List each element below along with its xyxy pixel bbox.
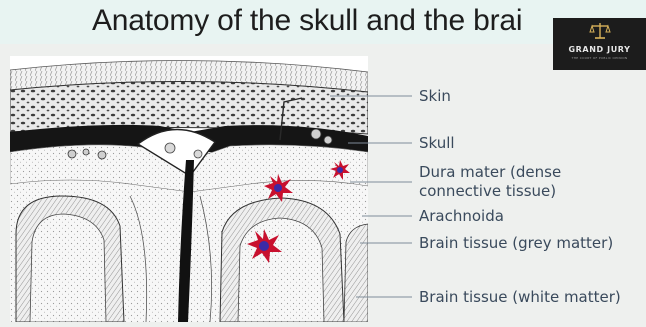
scales-of-justice-icon <box>589 21 611 41</box>
slide-title: Anatomy of the skull and the brai <box>92 4 522 38</box>
label-arachnoida: Arachnoida <box>419 207 504 226</box>
label-skin: Skin <box>419 87 451 106</box>
skull-cross-section-illustration <box>10 56 368 322</box>
label-white-matter: Brain tissue (white matter) <box>419 288 621 307</box>
label-dura-mater-line1: Dura mater (dense <box>419 163 561 182</box>
label-grey-matter: Brain tissue (grey matter) <box>419 234 613 253</box>
label-skull: Skull <box>419 134 455 153</box>
anatomy-drawing <box>10 56 368 322</box>
logo-tagline: THE COURT OF PUBLIC OPINION <box>553 56 646 60</box>
label-dura-mater-line2: connective tissue) <box>419 182 556 201</box>
logo-name: GRAND JURY <box>553 45 646 54</box>
grand-jury-logo: GRAND JURY THE COURT OF PUBLIC OPINION <box>553 18 646 70</box>
